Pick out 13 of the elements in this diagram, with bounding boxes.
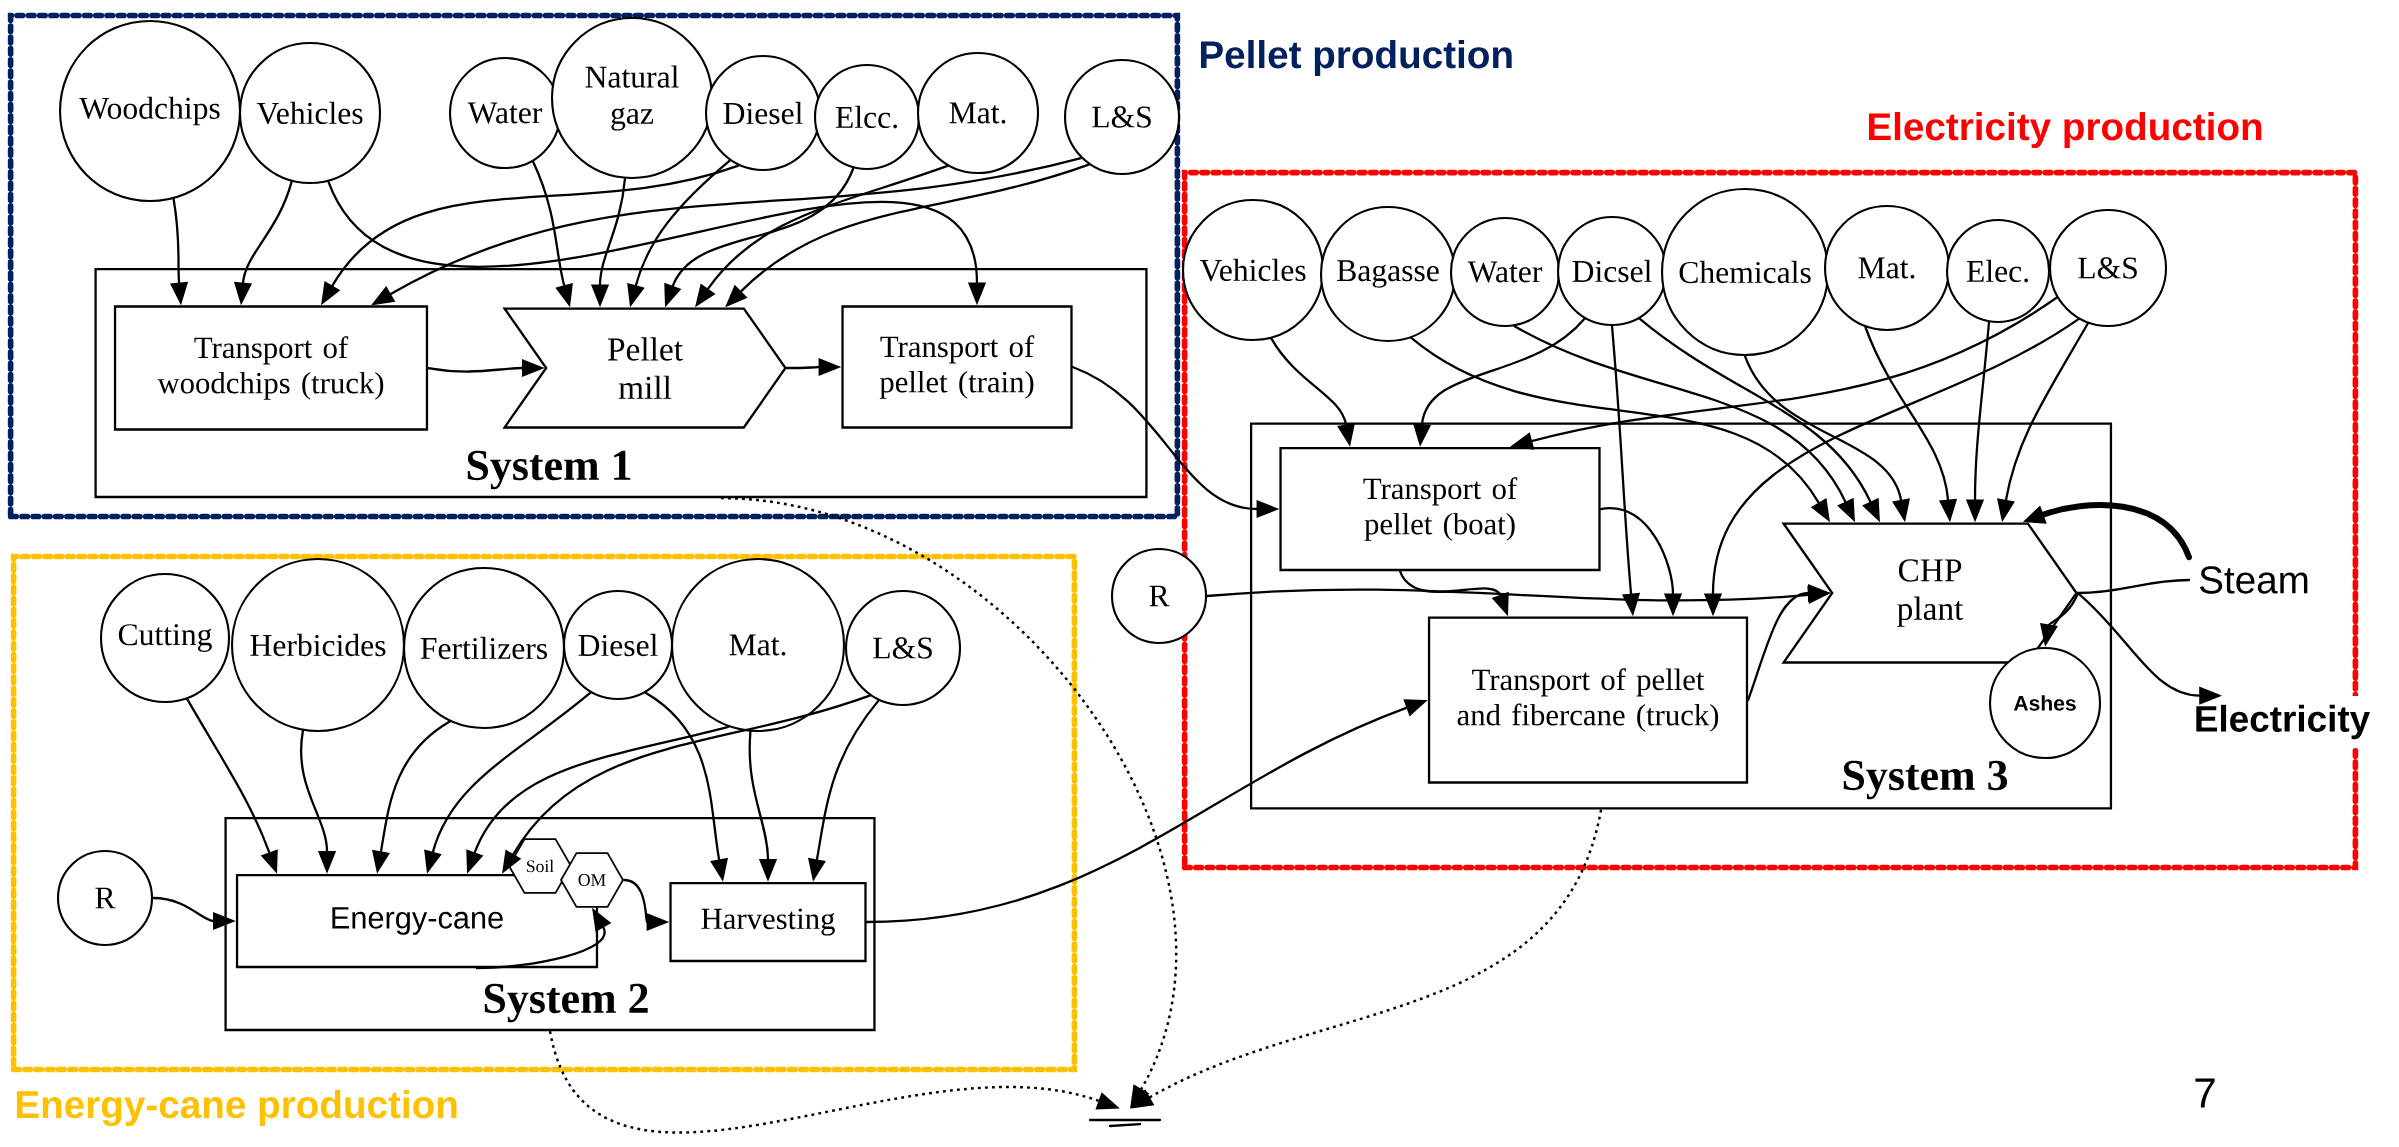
flow-label: Electricity (2185, 696, 2379, 748)
process-box: Harvesting (669, 881, 867, 963)
flow-label: Steam (2189, 557, 2319, 603)
page-number: 7 (2195, 1078, 2215, 1108)
region-title: Electricity production (1868, 112, 2262, 148)
connector-line (2076, 578, 2191, 595)
region-title: Energy-cane production (16, 1089, 457, 1127)
ground-symbol (1088, 1118, 1162, 1128)
process-box: Transport of pellet (boat) (1279, 446, 1601, 572)
process-box: Transport of pellet (train) (841, 305, 1073, 429)
process-box: Transport of woodchips (truck) (113, 305, 429, 431)
region-title: Pellet production (1200, 40, 1512, 76)
process-box: Transport of pellet and fibercane (truck) (1427, 616, 1749, 784)
